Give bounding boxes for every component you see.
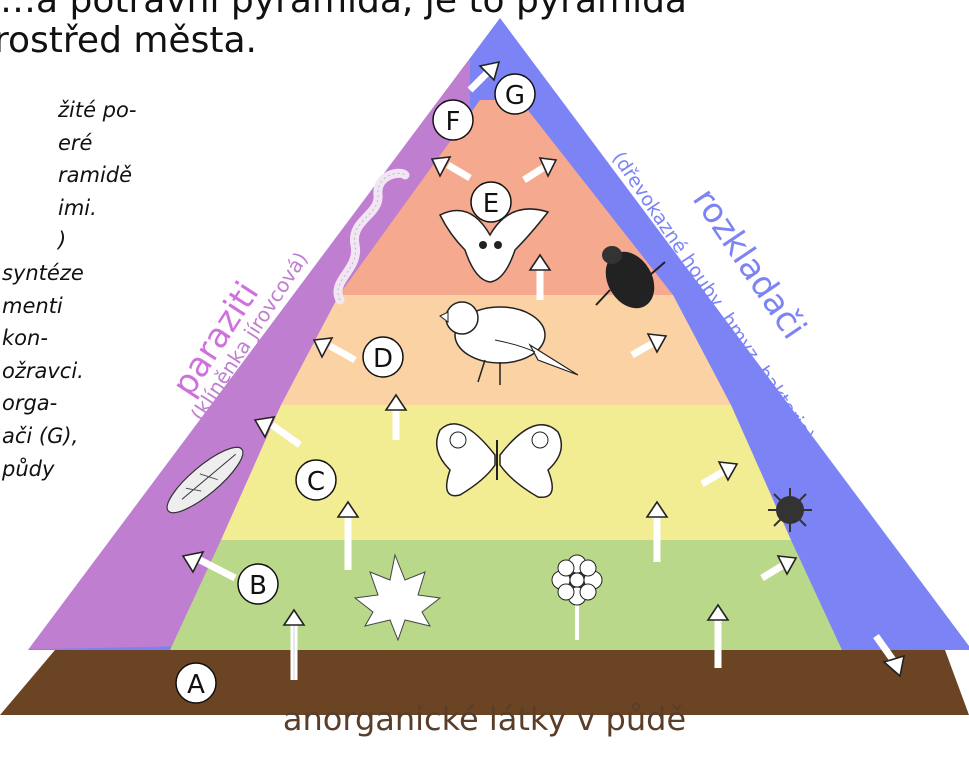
level-label-c: C (296, 460, 336, 500)
svg-text:D: D (373, 344, 393, 374)
level-label-a: A (176, 663, 216, 703)
base-label: anorganické látky v půdě (0, 700, 969, 738)
svg-text:B: B (249, 571, 267, 601)
bacteria-icon (768, 488, 812, 532)
svg-text:G: G (505, 81, 525, 111)
svg-text:A: A (187, 670, 205, 700)
level-label-e: E (471, 182, 511, 222)
svg-text:E: E (483, 189, 499, 219)
level-label-f: F (433, 100, 473, 140)
level-label-b: B (238, 564, 278, 604)
svg-text:C: C (307, 467, 325, 497)
level-label-g: G (495, 74, 535, 114)
svg-text:F: F (446, 107, 461, 137)
level-label-d: D (363, 337, 403, 377)
